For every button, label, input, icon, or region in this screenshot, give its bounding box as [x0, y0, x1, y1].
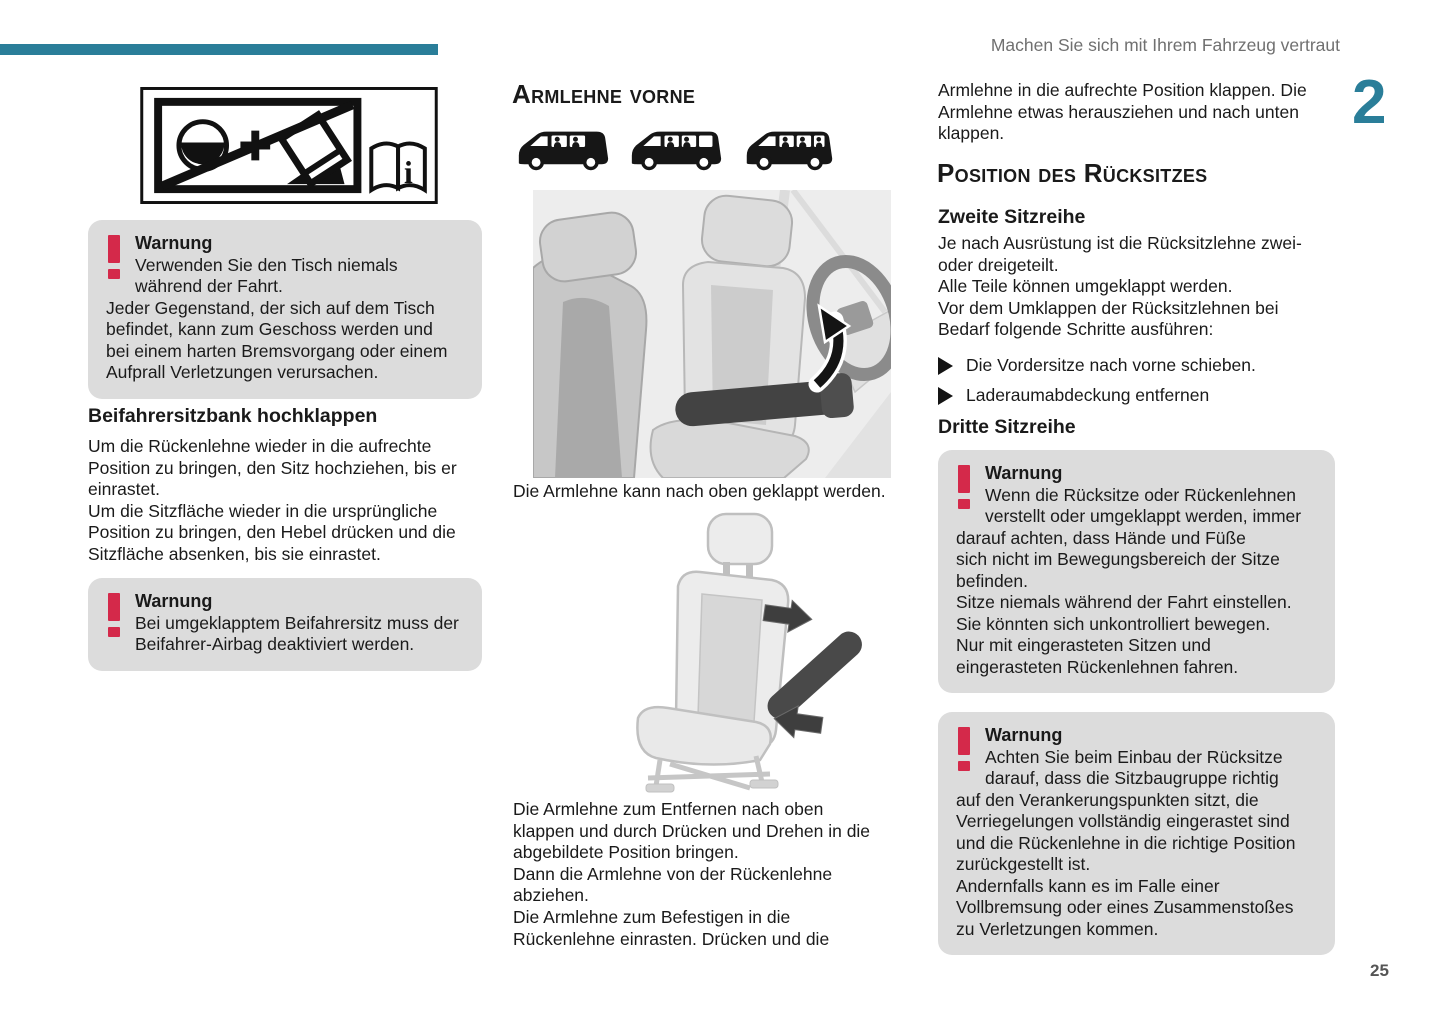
- warning-box: Warnung Verwenden Sie den Tisch niemals …: [88, 220, 482, 399]
- warning-title: Warnung: [135, 591, 213, 611]
- red-exclamation-icon: [106, 235, 122, 279]
- page-number: 25: [1370, 961, 1389, 980]
- section-heading-armlehne-vorne: Armlehne vorne: [512, 79, 696, 109]
- instruction-step: Die Vordersitze nach vorne schieben.: [938, 355, 1338, 377]
- red-exclamation-icon: [956, 465, 972, 509]
- warning-text: Wenn die Rücksitze oder Rückenlehnen ver…: [956, 484, 1302, 677]
- armlehne-intro-text: Armlehne in die aufrechte Position klapp…: [938, 80, 1307, 144]
- warning-text: Bei umgeklapptem Beifahrersitz muss der …: [135, 612, 459, 655]
- zweite-sitzreihe-text: Je nach Ausrüstung ist die Rücksitzlehne…: [938, 233, 1302, 340]
- section-heading-position-ruecksitz: Position des Rücksitzes: [937, 158, 1208, 188]
- warning-box: Warnung Achten Sie beim Einbau der Rücks…: [938, 712, 1335, 955]
- warning-title: Warnung: [135, 233, 213, 253]
- triangle-right-icon: [938, 386, 953, 405]
- warning-title: Warnung: [985, 463, 1063, 483]
- van-mid-icon: [628, 121, 724, 176]
- instruction-steps: Die Vordersitze nach vorne schieben. Lad…: [938, 355, 1338, 414]
- step-text: Laderaumabdeckung entfernen: [966, 384, 1210, 405]
- warning-text: Achten Sie beim Einbau der Rücksitze dar…: [956, 746, 1296, 939]
- step-text: Die Vordersitze nach vorne schieben.: [966, 355, 1256, 375]
- van-long-icon: [515, 121, 611, 176]
- section-heading-beifahrersitzbank: Beifahrersitzbank hochklappen: [88, 405, 378, 427]
- warning-title: Warnung: [985, 725, 1063, 745]
- triangle-right-icon: [938, 357, 953, 375]
- subheading-dritte-sitzreihe: Dritte Sitzreihe: [938, 416, 1076, 438]
- owner-manual-book-icon: [369, 141, 427, 194]
- running-header: Machen Sie sich mit Ihrem Fahrzeug vertr…: [990, 35, 1340, 55]
- illustration-caption: Die Armlehne kann nach oben geklappt wer…: [513, 481, 886, 501]
- svg-text:i: i: [404, 155, 413, 190]
- seat-armrest-removal-illustration: [560, 508, 870, 798]
- subheading-zweite-sitzreihe: Zweite Sitzreihe: [938, 206, 1086, 228]
- red-exclamation-icon: [106, 593, 122, 637]
- armlehne-instructions-text: Die Armlehne zum Entfernen nach oben kla…: [513, 799, 871, 949]
- warning-box: Warnung Wenn die Rücksitze oder Rückenle…: [938, 450, 1335, 693]
- red-exclamation-icon: [956, 727, 972, 771]
- warning-box: Warnung Bei umgeklapptem Beifahrersitz m…: [88, 578, 482, 671]
- no-table-while-driving-pictogram: i: [140, 87, 438, 204]
- van-short-icon: [741, 121, 837, 176]
- vehicle-variant-icons: [515, 121, 837, 176]
- warning-text: Verwenden Sie den Tisch niemals während …: [106, 254, 448, 383]
- chapter-number: 2: [1352, 68, 1387, 137]
- instruction-step: Laderaumabdeckung entfernen: [938, 385, 1338, 407]
- section-text: Um die Rückenlehne wieder in die aufrech…: [88, 436, 457, 564]
- accent-bar: [0, 44, 438, 55]
- front-seats-armrest-illustration: [532, 188, 904, 479]
